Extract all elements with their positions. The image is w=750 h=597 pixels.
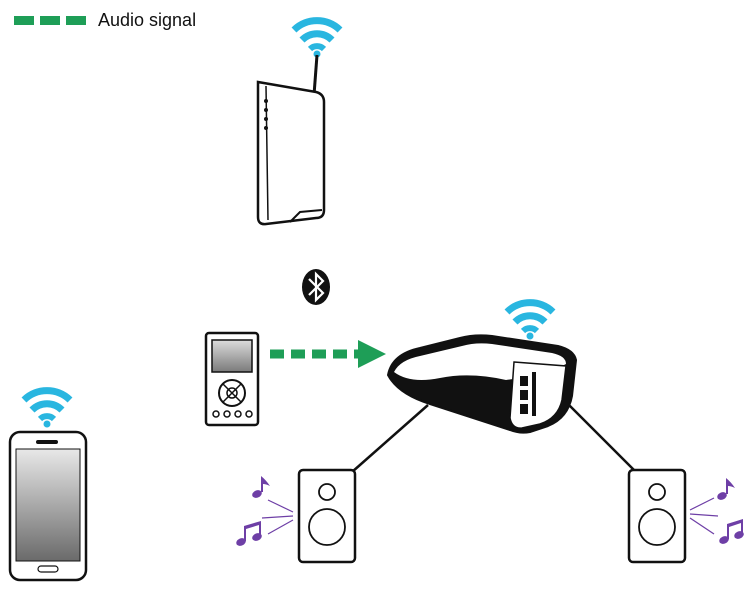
bookshelf-speaker-right <box>627 468 744 564</box>
smartphone-icon <box>8 387 88 582</box>
music-note-icon <box>717 478 735 500</box>
phone-wifi-icon <box>21 387 73 428</box>
bluetooth-icon <box>302 269 330 305</box>
hub-wifi-icon <box>504 299 556 340</box>
wireless-speaker-hub-icon <box>351 299 635 473</box>
legend-label: Audio signal <box>98 9 197 30</box>
portable-music-player-icon <box>204 331 260 427</box>
music-note-icon <box>719 519 744 544</box>
bookshelf-speaker-left <box>236 468 357 564</box>
audio-signal-swatch <box>14 15 86 25</box>
music-note-icon <box>252 476 270 498</box>
wifi-router-icon <box>256 17 343 226</box>
legend: Audio signal <box>14 8 196 32</box>
router-wifi-icon <box>291 17 343 58</box>
music-note-icon <box>236 521 262 546</box>
audio-signal-arrow <box>270 340 386 368</box>
